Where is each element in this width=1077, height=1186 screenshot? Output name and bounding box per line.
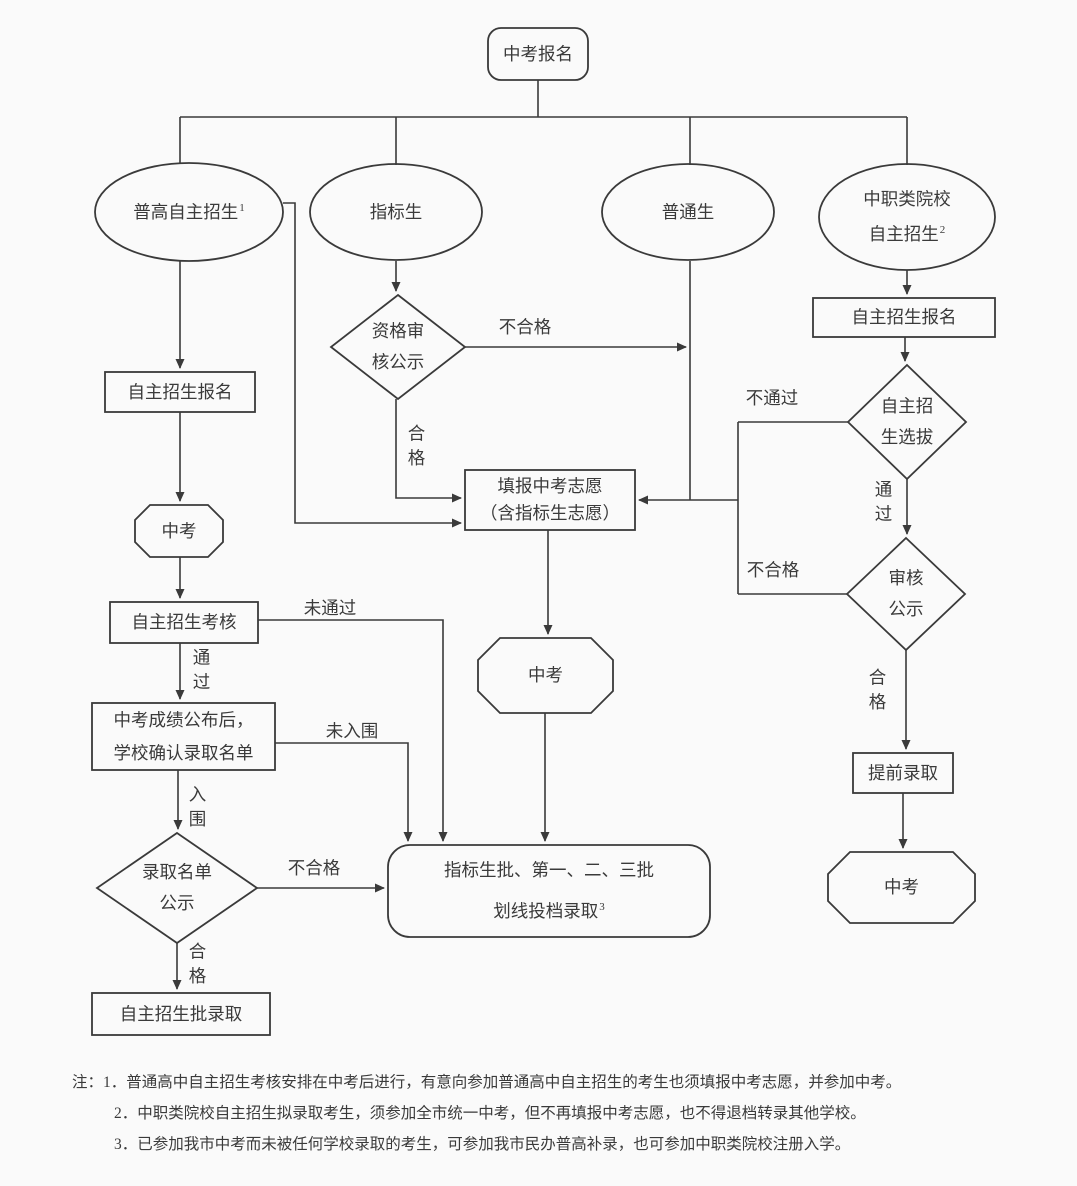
tianbao-shape xyxy=(464,469,636,531)
tianbao-line2: （含指标生志愿） xyxy=(480,503,620,523)
right-zhongkao-label: 中考 xyxy=(884,877,919,898)
luqu-diamond-label: 录取名单 公示 xyxy=(97,848,257,928)
edge-label-zige-pass: 合格 xyxy=(406,424,426,473)
left-baoming-label: 自主招生报名 xyxy=(127,381,233,402)
xuanba-diamond-line1: 自主招 xyxy=(880,395,934,416)
edge-label-zige-fail: 不合格 xyxy=(498,317,552,337)
kaohe-label: 自主招生考核 xyxy=(131,612,237,633)
shenhe-diamond-line1: 审核 xyxy=(888,567,924,588)
edge-label-luqu-fail: 不合格 xyxy=(287,858,341,878)
chengji-label: 中考成绩公布后， 学校确认录取名单 xyxy=(92,703,275,770)
tiqian-shape xyxy=(852,752,954,794)
ellipse-pugao-text: 普高自主招生 xyxy=(133,201,239,222)
connector-lines xyxy=(172,80,912,990)
start-node-label: 中考报名 xyxy=(503,43,573,64)
zige-diamond-label: 资格审 核公示 xyxy=(333,307,463,387)
ellipse-pugao-shape xyxy=(94,162,284,262)
start-node-shape xyxy=(487,27,589,81)
edge-label-chengji-fail: 未入围 xyxy=(325,721,379,741)
ellipse-pugao-superscript: 1 xyxy=(239,202,245,215)
zige-diamond-line2: 核公示 xyxy=(371,352,425,372)
note-line-2: 2．中职类院校自主招生拟录取考生，须参加全市统一中考，但不再填报中考志愿，也不得… xyxy=(114,1105,866,1122)
edge-label-kaohe-pass: 通过 xyxy=(191,648,211,697)
tiqian-label: 提前录取 xyxy=(868,762,938,783)
edge-label-shenhe-fail: 不合格 xyxy=(746,560,800,580)
node-shapes xyxy=(91,27,996,1036)
zhixian-line1: 指标生批、第一、二、三批 xyxy=(444,859,654,880)
edge-label-kaohe-fail: 未通过 xyxy=(303,598,357,618)
mid-zhongkao-shape xyxy=(477,637,614,714)
edge-label-chengji-pass: 入围 xyxy=(187,785,207,834)
note-prefix: 注： xyxy=(72,1074,104,1091)
note-1-text: 1．普通高中自主招生考核安排在中考后进行，有意向参加普通高中自主招生的考生也须填… xyxy=(103,1074,902,1091)
edge-label-xuanba-fail: 不通过 xyxy=(745,388,799,408)
shenhe-diamond-line2: 公示 xyxy=(888,599,924,619)
zhixian-line2: 划线投档录取 xyxy=(493,901,599,921)
tianbao-line1: 填报中考志愿 xyxy=(497,475,603,496)
xuanba-diamond-shape xyxy=(846,363,968,481)
note-line-1: 注：1．普通高中自主招生考核安排在中考后进行，有意向参加普通高中自主招生的考生也… xyxy=(72,1070,901,1092)
chengji-line1: 中考成绩公布后， xyxy=(113,710,254,731)
left-baoming-shape xyxy=(104,371,256,413)
xuanba-diamond-label: 自主招 生选拔 xyxy=(847,382,967,462)
edge-label-xuanba-pass: 通过 xyxy=(873,480,893,529)
luqu-diamond-line1: 录取名单 xyxy=(142,861,212,882)
edge-chengji-fail xyxy=(275,742,413,842)
chengji-shape xyxy=(91,702,276,771)
ellipse-zhibiao-shape xyxy=(309,163,483,261)
chengji-line2: 学校确认录取名单 xyxy=(113,742,254,763)
note-line-3: 3．已参加我市中考而未被任何学校录取的考生，可参加我市民办普高补录，也可参加中职… xyxy=(114,1136,851,1153)
zige-diamond-line1: 资格审 xyxy=(371,320,425,341)
edge-kaohe-fail xyxy=(258,619,448,842)
ellipse-zhongzhi-shape xyxy=(818,163,996,271)
left-zhongkao-label: 中考 xyxy=(161,520,197,541)
shenhe-diamond-label: 审核 公示 xyxy=(846,554,966,634)
ellipse-zhongzhi-superscript: 2 xyxy=(939,224,946,237)
luqu-diamond-shape xyxy=(95,831,259,945)
zhixian-superscript: 3 xyxy=(599,901,605,914)
ellipse-zhongzhi-label: 中职类院校 自主招生2 xyxy=(819,166,995,268)
right-baoming-label: 自主招生报名 xyxy=(851,307,957,328)
ellipse-pugao-label: 普高自主招生1 xyxy=(95,163,283,261)
tianbao-label: 填报中考志愿 （含指标生志愿） xyxy=(465,470,635,530)
zizhu-pilu-label: 自主招生批录取 xyxy=(119,1003,243,1024)
zige-diamond-shape xyxy=(329,293,467,401)
ellipse-putong-shape xyxy=(601,163,775,261)
ellipse-zhibiao-label: 指标生 xyxy=(369,201,423,222)
ellipse-zhongzhi-line1: 中职类院校 xyxy=(863,189,951,209)
kaohe-shape xyxy=(109,601,259,644)
mid-zhongkao-label: 中考 xyxy=(528,665,563,686)
edge-pugao-tianbao xyxy=(283,202,462,528)
zhixian-label: 指标生批、第一、二、三批 划线投档录取3 xyxy=(388,845,710,937)
edge-label-luqu-pass: 合格 xyxy=(187,942,207,991)
right-baoming-shape xyxy=(812,297,996,338)
shenhe-diamond-shape xyxy=(845,536,967,652)
zizhu-pilu-shape xyxy=(91,992,271,1036)
luqu-diamond-line2: 公示 xyxy=(159,893,195,913)
edge-zige-pass xyxy=(395,399,462,503)
edge-label-shenhe-pass: 合格 xyxy=(867,668,887,717)
ellipse-putong-label: 普通生 xyxy=(661,201,715,222)
xuanba-diamond-line2: 生选拔 xyxy=(880,427,934,447)
left-zhongkao-shape xyxy=(134,504,224,558)
right-zhongkao-shape xyxy=(827,851,976,924)
zhixian-shape xyxy=(387,844,711,938)
ellipse-zhongzhi-line2: 自主招生 xyxy=(868,224,939,244)
